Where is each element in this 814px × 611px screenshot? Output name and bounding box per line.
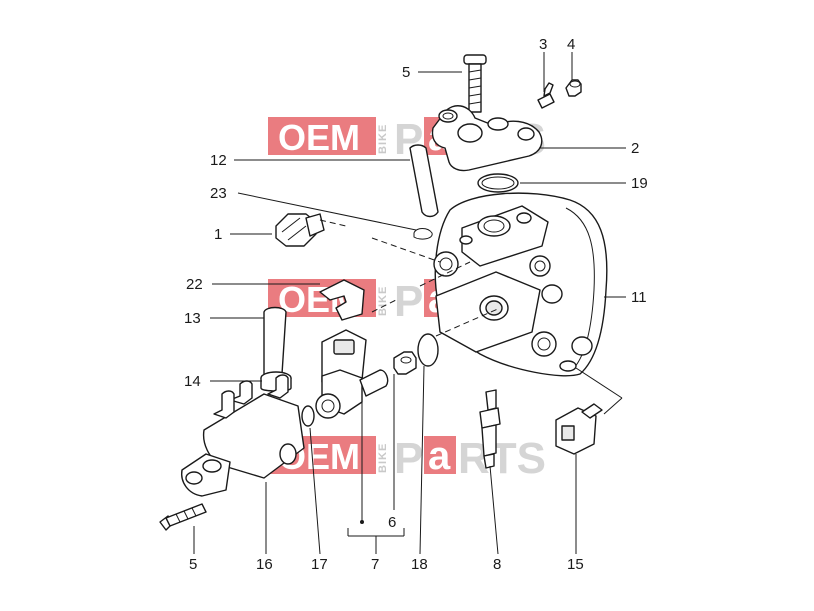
leader-dot [360, 520, 364, 524]
watermark-bike-text: BIKE [377, 124, 389, 154]
callout-14: 14 [184, 373, 201, 390]
callout-6: 6 [388, 514, 396, 531]
part-hose-upper [409, 144, 439, 218]
callout-18: 18 [411, 556, 428, 573]
callout-1: 1 [214, 226, 222, 243]
part-drain-plug [275, 213, 325, 247]
watermark-a-text: a [428, 434, 451, 478]
part-temp-sensor [555, 403, 603, 455]
callout-5-top: 5 [402, 64, 410, 81]
watermark-bike-text: BIKE [377, 443, 389, 473]
callout-7: 7 [371, 556, 379, 573]
part-gasket [417, 333, 439, 367]
callout-16: 16 [256, 556, 273, 573]
callout-11: 11 [631, 289, 647, 306]
callout-4: 4 [567, 36, 575, 53]
part-retaining-clip [319, 279, 365, 321]
part-spark-plug [479, 389, 501, 469]
part-hose-clamp [413, 228, 433, 240]
part-nut [393, 351, 417, 375]
leader-lines [193, 52, 626, 555]
part-cap [565, 79, 582, 97]
part-bleed-screw [537, 82, 555, 109]
watermark-oem-text: OEM [278, 117, 360, 158]
callout-8: 8 [493, 556, 501, 573]
callout-17: 17 [311, 556, 328, 573]
watermark-bottom: OEM BIKE P a RTS [268, 434, 546, 483]
part-screw-bottom [159, 503, 207, 531]
watermark-bike-text: BIKE [377, 286, 389, 316]
callout-12: 12 [210, 152, 227, 169]
watermark-rts-text: RTS [458, 434, 546, 483]
callout-15: 15 [567, 556, 584, 573]
callout-3: 3 [539, 36, 547, 53]
part-cylinder-head [433, 192, 608, 377]
part-hose-lower [263, 306, 287, 378]
watermark-p-text: P [394, 434, 423, 483]
part-screw-top [463, 54, 487, 113]
watermark-p-text: P [394, 277, 423, 326]
callout-13: 13 [184, 310, 201, 327]
callout-2: 2 [631, 140, 639, 157]
callout-23: 23 [210, 185, 227, 202]
part-o-ring-inner [481, 176, 515, 190]
callout-19: 19 [631, 175, 648, 192]
callout-numbers: 5 3 4 2 12 19 23 1 11 22 13 14 6 5 16 17… [184, 36, 648, 573]
part-fitting-body [181, 374, 305, 497]
callout-22: 22 [186, 276, 203, 293]
part-thermo-switch [315, 329, 389, 419]
part-outlet-cover [431, 105, 543, 172]
callout-5-bottom: 5 [189, 556, 197, 573]
part-small-o-ring [301, 405, 315, 427]
